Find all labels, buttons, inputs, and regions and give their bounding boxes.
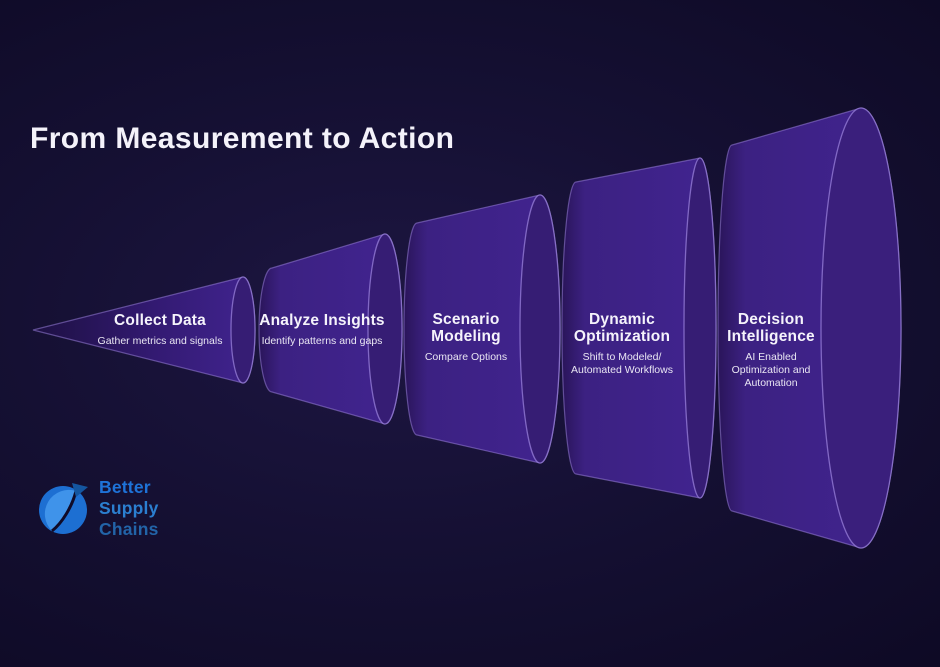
logo-word: Better (99, 477, 151, 497)
stage-desc: AI Enabled Optimization and Automation (727, 351, 815, 390)
stage-desc-line: Compare Options (424, 351, 508, 363)
stage-desc: Shift to Modeled/ Automated Workflows (571, 351, 673, 377)
stage-label-decision-intelligence: Decision Intelligence AI Enabled Optimiz… (727, 311, 815, 390)
stage-title-line: Collect Data (114, 312, 206, 329)
stage-desc: Identify patterns and gaps (259, 335, 385, 348)
funnel-stage-1-cap (230, 276, 256, 384)
funnel-stage-4 (561, 157, 717, 499)
stage-title-line: Intelligence (727, 328, 815, 345)
stage-title-line: Optimization (573, 328, 671, 345)
stage-desc-line: Identify patterns and gaps (261, 335, 383, 347)
funnel-stage-3 (403, 194, 561, 464)
stage-title: Collect Data (98, 312, 223, 329)
funnel-stage-2 (258, 233, 403, 425)
stage-title-line: Dynamic (588, 311, 655, 328)
funnel-stage-3-cap (519, 194, 561, 464)
funnel-stage-4-cap (683, 157, 717, 499)
logo: Better Supply Chains (36, 477, 159, 540)
stage-title-line: Modeling (431, 328, 501, 345)
stage-desc-line: Gather metrics and signals (97, 335, 223, 347)
stage-title: Analyze Insights (259, 312, 385, 329)
stage-title-line: Decision (737, 311, 805, 328)
stage-desc: Compare Options (425, 351, 507, 364)
logo-wordmark: Better Supply Chains (99, 477, 159, 540)
stage-desc: Gather metrics and signals (98, 335, 223, 348)
stage-label-scenario-modeling: Scenario Modeling Compare Options (425, 311, 507, 364)
stage-desc-line: Optimization and (731, 364, 811, 376)
stage-title: Dynamic Optimization (571, 311, 673, 345)
stage-title-line: Scenario (432, 311, 500, 328)
stage-label-dynamic-optimization: Dynamic Optimization Shift to Modeled/ A… (571, 311, 673, 377)
stage-label-collect-data: Collect Data Gather metrics and signals (98, 312, 223, 348)
funnel-stage-1 (32, 276, 256, 384)
funnel-stage-5-cap (820, 107, 902, 549)
stage-label-analyze-insights: Analyze Insights Identify patterns and g… (259, 312, 385, 348)
stage-title: Scenario Modeling (425, 311, 507, 345)
stage-desc-line: Automated Workflows (571, 364, 673, 376)
stage-title-line: Analyze Insights (259, 312, 385, 329)
stage-desc-line: Shift to Modeled/ (582, 351, 662, 363)
funnel-stage-5 (717, 107, 902, 549)
logo-globe-icon (39, 483, 88, 534)
stage-desc-line: AI Enabled (745, 351, 797, 363)
page-title: From Measurement to Action (30, 122, 455, 155)
logo-word: Supply (99, 498, 159, 518)
stage-title: Decision Intelligence (727, 311, 815, 345)
funnel-stage-2-cap (367, 233, 403, 425)
stage-desc-line: Automation (744, 377, 798, 389)
logo-word: Chains (99, 519, 159, 539)
